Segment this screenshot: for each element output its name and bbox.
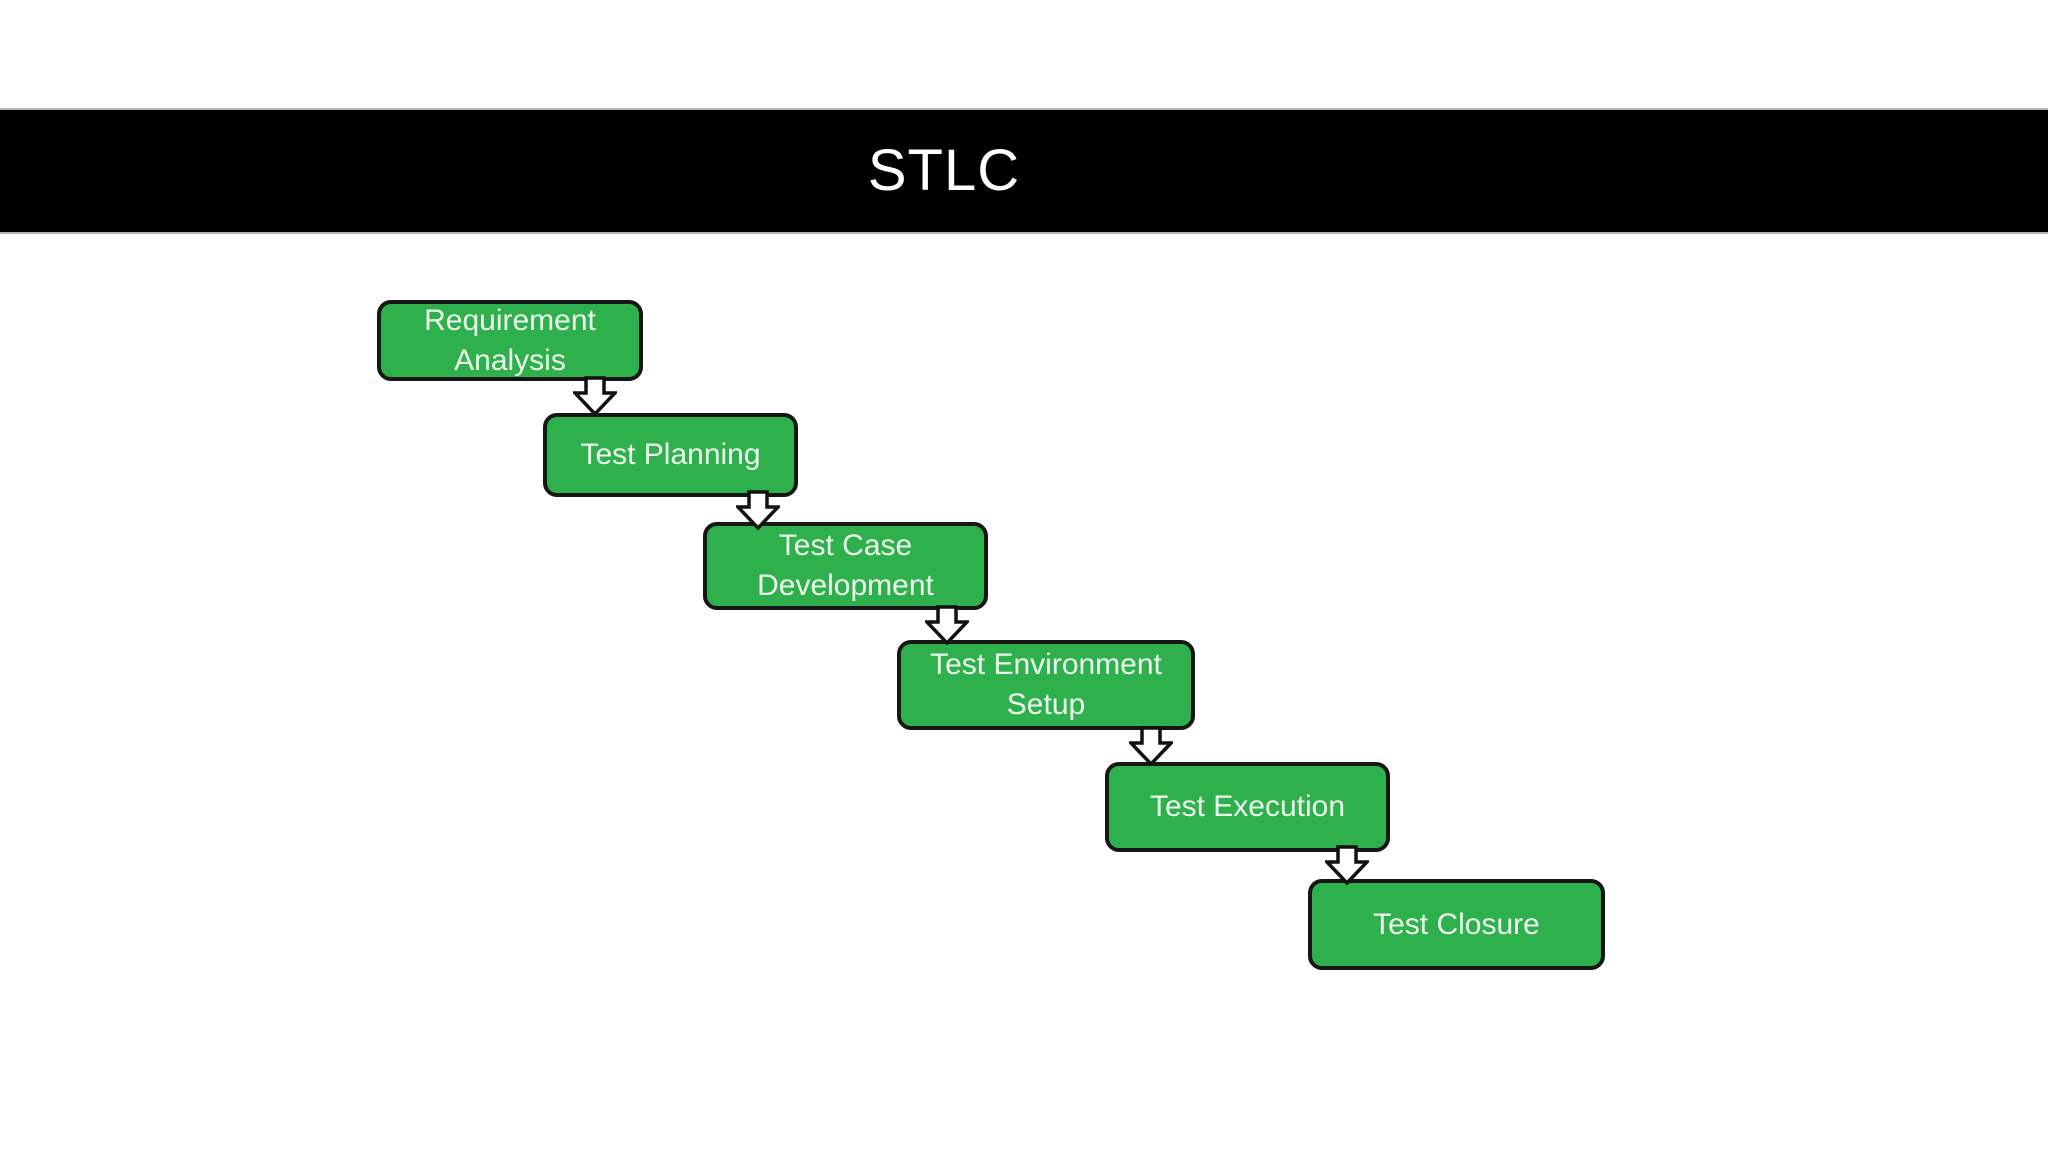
step-test-environment-setup: Test Environment Setup bbox=[897, 640, 1195, 730]
page-title: STLC bbox=[867, 138, 1021, 203]
down-block-arrow-icon bbox=[1129, 726, 1173, 766]
step-test-closure: Test Closure bbox=[1308, 879, 1605, 970]
title-bar: STLC bbox=[0, 108, 2048, 234]
step-label: Test Execution bbox=[1149, 790, 1346, 823]
step-test-execution: Test Execution bbox=[1105, 762, 1390, 852]
step-test-case-development: Test Case Development bbox=[703, 522, 988, 610]
down-block-arrow-icon bbox=[573, 376, 617, 416]
step-label: Test Closure bbox=[1373, 907, 1540, 941]
down-block-arrow-icon bbox=[736, 490, 780, 530]
step-test-planning: Test Planning bbox=[543, 413, 798, 497]
step-requirement-analysis: Requirement Analysis bbox=[377, 300, 643, 381]
step-label: Test Environment Setup bbox=[930, 648, 1162, 721]
step-label: Test Case Development bbox=[757, 529, 934, 602]
step-label: Test Planning bbox=[580, 438, 761, 471]
step-label: Requirement Analysis bbox=[424, 303, 596, 377]
down-block-arrow-icon bbox=[1325, 845, 1369, 885]
down-block-arrow-icon bbox=[925, 605, 969, 645]
